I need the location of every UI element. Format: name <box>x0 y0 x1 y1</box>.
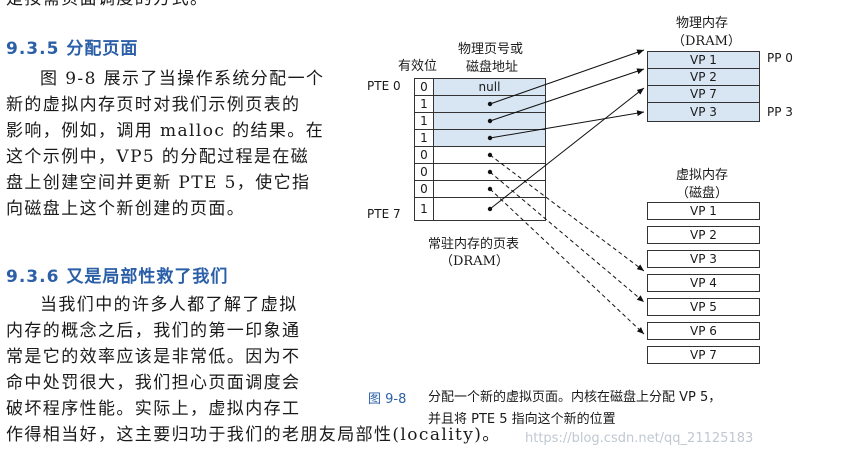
text-line: 命中处罚很大，我们担心页面调度会 <box>6 373 301 393</box>
text-line: 这个示例中，VP5 的分配过程是在磁 <box>6 147 310 167</box>
valid-bit-header: 有效位 <box>398 59 438 74</box>
virtual-page: VP 3 <box>647 250 760 268</box>
ppn-header-line2: 磁盘地址 <box>466 60 519 75</box>
text-line: 盘上创建空间并更新 PTE 5，使它指 <box>6 173 311 193</box>
text-line: 向磁盘上这个新创建的页面。 <box>6 199 246 219</box>
text-line: 影响，例如，调用 malloc 的结果。在 <box>6 121 325 141</box>
virtual-page: VP 7 <box>647 346 760 364</box>
text-line: 破坏程序性能。实际上，虚拟内存工 <box>6 399 301 419</box>
figure-caption-line2: 并且将 PTE 5 指向这个新的位置 <box>428 412 616 427</box>
text-line: 内存的概念之后，我们的第一印象通 <box>6 321 301 341</box>
virtual-page: VP 4 <box>647 274 760 292</box>
pte-address <box>433 197 546 221</box>
text-line: 作得相当好，这主要归功于我们的老朋友局部性(locality)。 <box>6 425 501 445</box>
virtual-memory-title-line1: 虚拟内存 <box>676 168 729 183</box>
virtual-memory-title-line2: （磁盘） <box>676 186 729 201</box>
physical-memory-title-line2: （DRAM） <box>672 34 741 49</box>
pp3-label: PP 3 <box>767 105 793 119</box>
pte7-label: PTE 7 <box>367 207 401 221</box>
text-line: 当我们中的许多人都了解了虚拟 <box>40 295 298 315</box>
virtual-page: VP 5 <box>647 298 760 316</box>
virtual-page: VP 2 <box>647 226 760 244</box>
text-line: 常是它的效率应该是非常低。因为不 <box>6 347 301 367</box>
page-table-caption-line2: （DRAM） <box>440 254 509 269</box>
section-heading-9-3-6: 9.3.6 又是局部性救了我们 <box>6 267 229 287</box>
paragraph-locality: 当我们中的许多人都了解了虚拟 内存的概念之后，我们的第一印象通 常是它的效率应该… <box>6 292 501 448</box>
ppn-header-line1: 物理页号或 <box>458 42 524 57</box>
watermark: https://blog.csdn.net/qq_21125183 <box>525 431 754 446</box>
text-line: 新的虚拟内存页时对我们示例页表的 <box>6 95 301 115</box>
pte0-label: PTE 0 <box>367 79 401 93</box>
physical-page: VP 3 <box>647 102 760 122</box>
virtual-page: VP 1 <box>647 202 760 220</box>
pp0-label: PP 0 <box>767 51 793 65</box>
section-heading-9-3-5: 9.3.5 分配页面 <box>6 39 139 59</box>
text-line: 图 9-8 展示了当操作系统分配一个 <box>40 69 325 89</box>
page-table-caption-line1: 常驻内存的页表 <box>428 237 520 252</box>
virtual-page: VP 6 <box>647 322 760 340</box>
figure-caption-label: 图 9-8 <box>368 392 407 407</box>
top-text-fragment: 是按需页面调度的方式。 <box>6 0 208 12</box>
physical-memory-title-line1: 物理内存 <box>676 16 729 31</box>
figure-caption-line1: 分配一个新的虚拟页面。内核在磁盘上分配 VP 5， <box>428 390 722 405</box>
paragraph-allocating-pages: 图 9-8 展示了当操作系统分配一个 新的虚拟内存页时对我们示例页表的 影响，例… <box>6 66 324 222</box>
